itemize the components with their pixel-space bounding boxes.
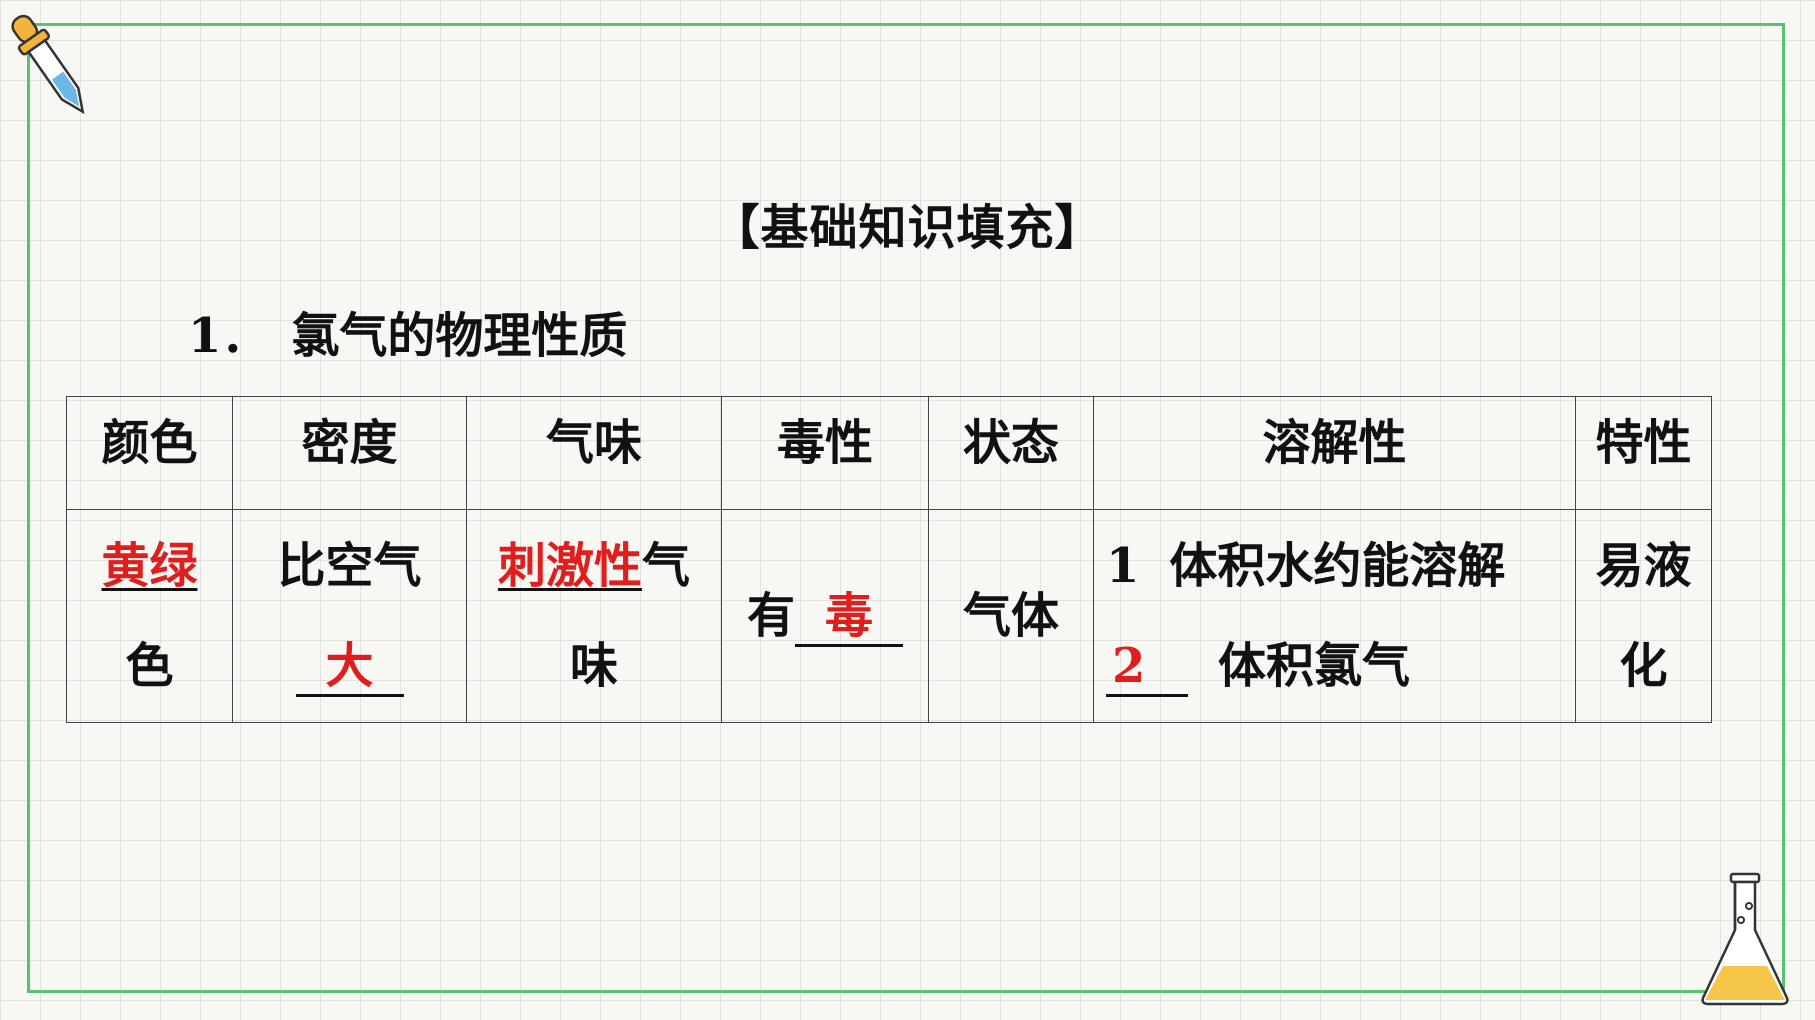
- cell-density: 比空气 大: [232, 509, 467, 723]
- properties-table: 颜色 密度 气味 毒性 状态 溶解性 特性 黄绿 色 比空气 大 刺激性气 味 …: [66, 396, 1712, 723]
- cell-solubility: 1 体积水约能溶解 2 体积氯气: [1093, 509, 1576, 723]
- odor-suffix-1: 气: [642, 538, 691, 594]
- solubility-number: 1: [1106, 538, 1140, 594]
- answer-toxicity: 毒: [795, 588, 903, 647]
- density-prefix: 比空气: [277, 538, 422, 594]
- header-odor: 气味: [466, 396, 722, 510]
- solubility-line2: 体积氯气: [1218, 638, 1411, 694]
- cell-property: 易液 化: [1575, 509, 1712, 723]
- flask-icon: [1701, 872, 1789, 1006]
- subheading-text: 氯气的物理性质: [291, 308, 628, 364]
- answer-density: 大: [295, 638, 404, 697]
- property-line1: 易液: [1595, 538, 1692, 594]
- subheading: 1． 氯气的物理性质: [188, 296, 627, 366]
- header-color: 颜色: [66, 396, 233, 510]
- cell-color: 黄绿 色: [66, 509, 233, 723]
- subheading-number: 1．: [188, 308, 270, 364]
- cell-state: 气体: [928, 509, 1094, 723]
- answer-solubility: 2: [1106, 638, 1188, 697]
- header-solubility: 溶解性: [1093, 396, 1576, 510]
- toxicity-prefix: 有: [746, 588, 795, 644]
- dropper-icon: [11, 14, 85, 115]
- table-row: 黄绿 色 比空气 大 刺激性气 味 有毒 气体 1 体积水约能溶解 2 体积氯气 易…: [66, 509, 1712, 723]
- property-line2: 化: [1619, 638, 1668, 694]
- header-density: 密度: [232, 396, 467, 510]
- color-suffix: 色: [125, 638, 174, 694]
- odor-suffix-2: 味: [569, 638, 618, 694]
- header-toxicity: 毒性: [721, 396, 929, 510]
- answer-odor: 刺激性: [497, 538, 642, 594]
- header-property: 特性: [1575, 396, 1712, 510]
- section-title: 【基础知识填充】: [711, 200, 1104, 256]
- solubility-line1: 体积水约能溶解: [1169, 538, 1506, 594]
- header-state: 状态: [928, 396, 1094, 510]
- table-header-row: 颜色 密度 气味 毒性 状态 溶解性 特性: [66, 396, 1712, 510]
- page-frame: [27, 23, 1785, 993]
- cell-toxicity: 有毒: [721, 509, 929, 723]
- answer-color: 黄绿: [101, 538, 198, 594]
- cell-odor: 刺激性气 味: [466, 509, 722, 723]
